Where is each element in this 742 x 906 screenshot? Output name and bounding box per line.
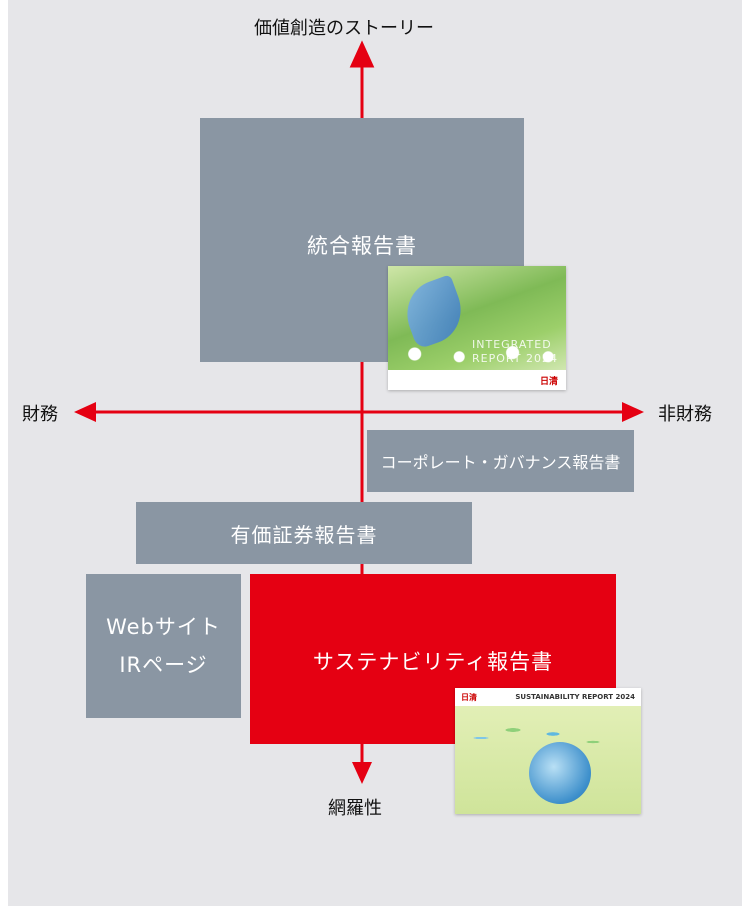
arrow-left	[74, 402, 96, 422]
sustainability-report-label: サステナビリティ報告書	[312, 650, 554, 674]
sustainability-report-cover: 日清 SUSTAINABILITY REPORT 2024	[455, 688, 641, 814]
arrow-up	[349, 40, 375, 68]
axis-label-right: 非財務	[658, 404, 712, 425]
leaves-illustration	[465, 718, 625, 758]
integrated-cover-title-1: INTEGRATED	[472, 338, 552, 351]
sustainability-cover-logo: 日清	[461, 693, 477, 702]
diagram-canvas: 価値創造のストーリー 網羅性 財務 非財務 統合報告書 コーポレート・ガバナンス…	[8, 0, 742, 906]
website-label: Webサイト	[106, 615, 221, 639]
securities-report-box: 有価証券報告書	[136, 502, 472, 564]
governance-report-label: コーポレート・ガバナンス報告書	[380, 453, 621, 472]
sustainability-cover-title: SUSTAINABILITY REPORT 2024	[515, 693, 635, 701]
integrated-cover-footer: 日清	[388, 370, 566, 390]
arrow-right	[622, 402, 644, 422]
axis-label-bottom: 網羅性	[328, 798, 382, 819]
website-ir-box: Webサイト IRページ	[86, 574, 241, 718]
axis-label-top: 価値創造のストーリー	[254, 18, 434, 39]
integrated-cover-logo: 日清	[539, 377, 558, 387]
integrated-report-cover: INTEGRATED REPORT 2024 日清	[388, 266, 566, 390]
governance-report-box: コーポレート・ガバナンス報告書	[367, 430, 634, 492]
bird-illustration	[397, 274, 471, 350]
ir-page-label: IRページ	[119, 653, 208, 677]
cover-flowers	[388, 340, 566, 368]
axis-label-left: 財務	[22, 404, 58, 425]
integrated-cover-title-2: REPORT 2024	[472, 352, 558, 365]
securities-report-label: 有価証券報告書	[230, 522, 378, 547]
integrated-report-label: 統合報告書	[307, 234, 417, 258]
arrow-down	[352, 762, 372, 784]
